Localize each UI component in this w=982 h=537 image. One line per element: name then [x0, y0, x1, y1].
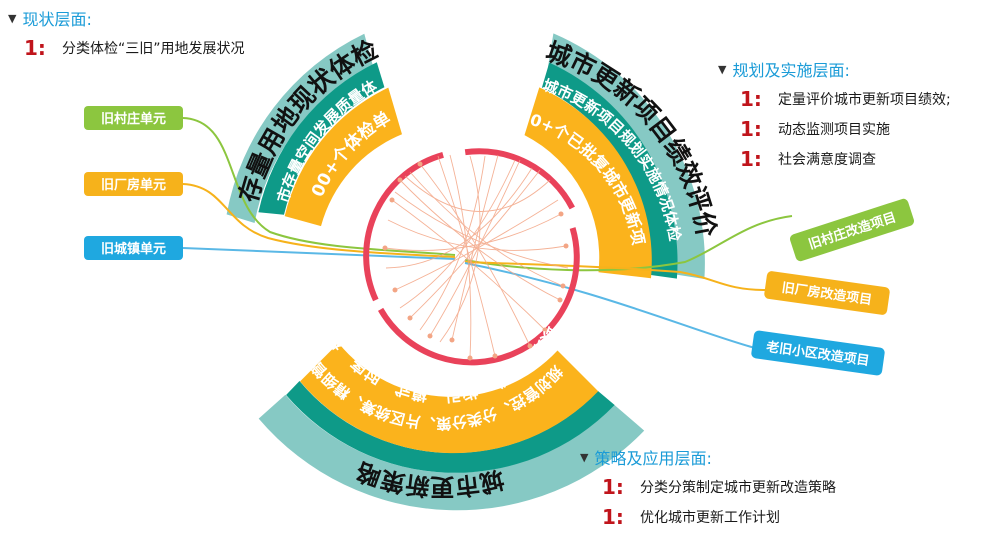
svg-text:旧城镇单元: 旧城镇单元 — [101, 241, 166, 257]
svg-text:旧村庄单元: 旧村庄单元 — [101, 111, 166, 127]
bottom-sector — [258, 343, 645, 511]
left-tag-old-factory: 旧厂房单元 — [84, 172, 183, 196]
svg-text:旧厂房单元: 旧厂房单元 — [101, 177, 166, 193]
left-sector — [226, 33, 402, 227]
connector-village-project — [464, 215, 793, 272]
connector-old-factory — [182, 183, 456, 258]
connector-community-project — [464, 262, 756, 349]
list-item: 1: 优化城市更新工作计划 — [602, 505, 780, 529]
triangle-down-icon: ▼ — [580, 450, 589, 464]
list-item: 1: 分类体检“三旧”用地发展状况 — [24, 36, 245, 60]
right-tag-community-project: 老旧小区改造项目 — [751, 330, 885, 376]
triangle-down-icon: ▼ — [8, 11, 17, 25]
list-item: 1: 定量评价城市更新项目绩效; — [740, 87, 951, 111]
strategy-level-heading: ▼ 策略及应用层面: — [580, 449, 712, 468]
chord-circle — [363, 148, 580, 366]
connector-factory-project — [464, 261, 766, 291]
right-tag-factory-project: 旧厂房改造项目 — [764, 271, 890, 315]
connector-old-town — [182, 247, 456, 260]
list-item: 1: 动态监测项目实施 — [740, 117, 890, 141]
planning-level-heading: ▼ 规划及实施层面: — [718, 61, 850, 80]
left-tag-old-town: 旧城镇单元 — [84, 236, 183, 260]
list-item: 1: 分类分策制定城市更新改造策略 — [602, 475, 836, 499]
planning-level-block: ▼ 规划及实施层面: 1: 定量评价城市更新项目绩效; 1: 动态监测项目实施 … — [718, 57, 951, 171]
right-tag-village-project: 旧村庄改造项目 — [790, 198, 914, 262]
right-sector — [524, 33, 705, 280]
connector-lines — [182, 117, 793, 349]
left-tag-old-village: 旧村庄单元 — [84, 106, 183, 130]
connector-old-village — [182, 117, 456, 256]
triangle-down-icon: ▼ — [718, 62, 727, 76]
status-level-heading: ▼ 现状层面: — [8, 10, 92, 29]
strategy-level-block: ▼ 策略及应用层面: 1: 分类分策制定城市更新改造策略 1: 优化城市更新工作… — [580, 445, 836, 529]
status-level-block: ▼ 现状层面: 1: 分类体检“三旧”用地发展状况 — [8, 6, 245, 60]
list-item: 1: 社会满意度调查 — [740, 147, 876, 171]
